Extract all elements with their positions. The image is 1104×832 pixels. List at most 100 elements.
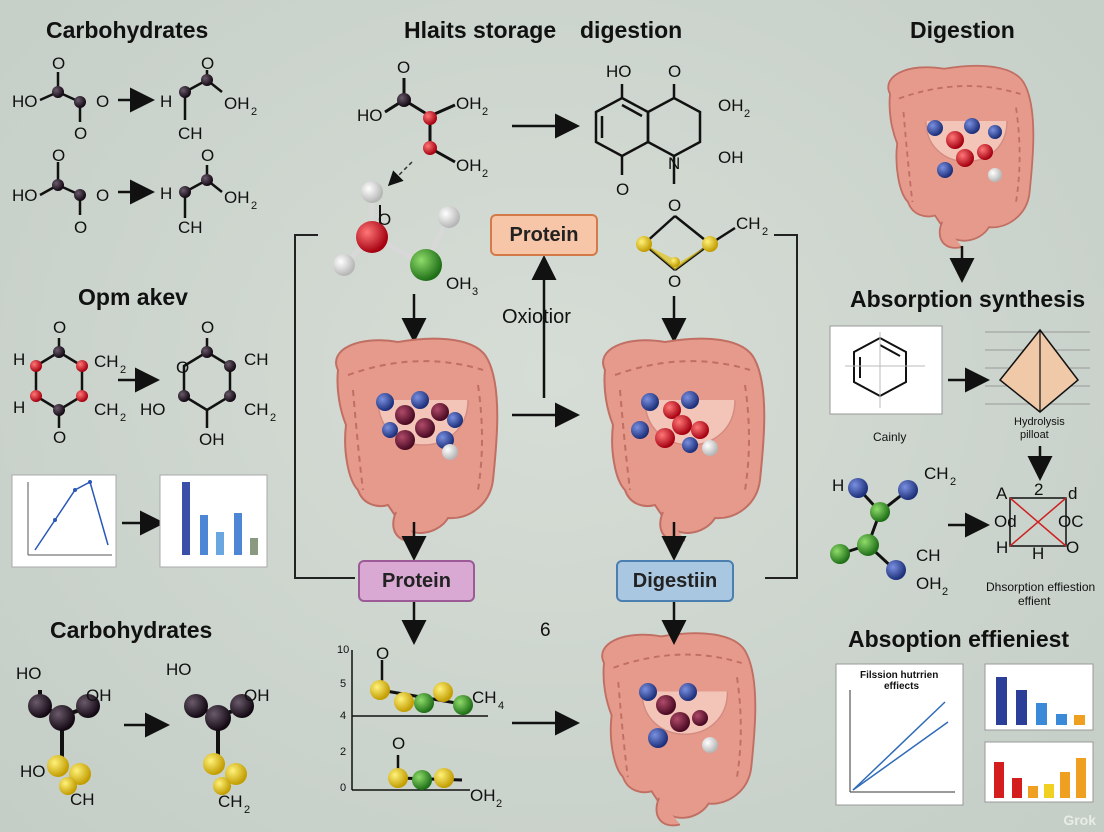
atom-sub: 2	[270, 412, 277, 424]
atom-ch: CH	[94, 400, 119, 419]
atom-o: O	[397, 58, 411, 77]
atom-ch: CH	[178, 124, 203, 143]
atom-h: H	[1032, 544, 1045, 563]
atom-ho: HO	[357, 106, 383, 125]
atom-o: O	[96, 92, 110, 111]
quinoline-molecule	[594, 84, 702, 184]
label-cainly: Cainly	[873, 430, 907, 444]
intestine-2	[602, 337, 766, 542]
gut-molecule-4	[927, 118, 1002, 182]
heading-digestion-right: Digestion	[910, 17, 1015, 43]
atom-ch: CH	[924, 464, 949, 483]
atom-ho: HO	[606, 62, 632, 81]
amino-molecule	[839, 486, 909, 572]
atom-sub: 3	[472, 286, 479, 298]
atom-oh: OH	[446, 274, 472, 293]
heading-carbohydrates-bottom: Carbohydrates	[50, 617, 213, 643]
atom-ho: HO	[166, 660, 192, 679]
inset-title-2: effiects	[884, 681, 920, 692]
atom-ho: HO	[12, 186, 38, 205]
atom-ch: CH	[218, 792, 243, 811]
label-six: 6	[540, 620, 551, 641]
gut-molecule-2	[631, 391, 718, 456]
y-tick: 0	[340, 782, 347, 794]
hydrolysis-plot	[985, 328, 1090, 413]
atom-o: O	[176, 358, 190, 377]
mini-bar-chart	[159, 474, 268, 568]
y-tick: 2	[340, 746, 347, 758]
heading-digestion-center: digestion	[580, 17, 683, 43]
atom-sub: 2	[482, 106, 489, 118]
atom-h: H	[996, 538, 1009, 557]
heading-opm: Opm akev	[78, 284, 188, 310]
crossed-box	[1009, 497, 1067, 547]
atom-h: H	[13, 398, 26, 417]
atom-ch: CH	[70, 790, 95, 809]
atom-a: A	[996, 484, 1008, 503]
efficiency-bar-chart-2	[984, 741, 1094, 803]
mini-line-chart	[11, 474, 117, 568]
atom-n: N	[668, 154, 681, 173]
gut-molecule-3	[639, 683, 718, 753]
atom-sub: 2	[251, 200, 258, 212]
atom-o: O	[201, 318, 215, 337]
atom-sub: 2	[251, 106, 258, 118]
atom-o: O	[52, 146, 66, 165]
atom-oh: OH	[456, 156, 482, 175]
atom-ho: HO	[20, 762, 46, 781]
atom-oh: OH	[470, 786, 496, 805]
atom-sub: 2	[762, 226, 769, 238]
atom-sub: 2	[120, 364, 127, 376]
label-hydrolysis: Hydrolysis	[1014, 416, 1065, 428]
atom-o: O	[668, 272, 682, 291]
atom-o: O	[53, 318, 67, 337]
atom-o: O	[96, 186, 110, 205]
atom-h: H	[832, 476, 845, 495]
atom-sub: 2	[950, 476, 957, 488]
storage-molecule	[384, 78, 456, 164]
gut-molecule-1	[376, 391, 463, 460]
atom-oh: OH	[718, 96, 744, 115]
atom-sub: 2	[244, 804, 251, 816]
atom-ch: CH	[472, 688, 497, 707]
atom-sub: 4	[498, 700, 505, 712]
atom-oh: OH	[916, 574, 942, 593]
atom-ho: HO	[140, 400, 166, 419]
atom-ch: CH	[736, 214, 761, 233]
atom-ch: CH	[916, 546, 941, 565]
atom-d: d	[1068, 484, 1078, 503]
heading-absorption-efficiency: Absoption effieniest	[848, 626, 1070, 652]
y-tick: 4	[340, 710, 347, 722]
heading-absorption-synthesis: Absorption synthesis	[850, 286, 1086, 312]
atom-o: O	[668, 196, 682, 215]
carb-molecule-1	[39, 70, 223, 122]
label-effient: effient	[1018, 594, 1051, 608]
atom-h: H	[160, 184, 173, 203]
atom-o: O	[52, 54, 66, 73]
atom-h: H	[160, 92, 173, 111]
atom-ch: CH	[178, 218, 203, 237]
atom-o: O	[53, 428, 67, 447]
atom-two: 2	[1034, 480, 1044, 499]
atom-ch: CH	[244, 400, 269, 419]
atom-sub: 2	[942, 586, 949, 598]
atom-o: O	[668, 62, 682, 81]
atom-sub: 2	[744, 108, 751, 120]
atom-sub: 2	[482, 168, 489, 180]
atom-ch: CH	[94, 352, 119, 371]
box-protein-bottom: Protein	[358, 560, 475, 602]
sulfur-molecule	[643, 215, 736, 272]
y-tick: 10	[337, 644, 350, 656]
atom-o: O	[201, 146, 215, 165]
atom-ch: CH	[244, 350, 269, 369]
label-pilloat: pilloat	[1020, 429, 1049, 441]
atom-o: O	[1066, 538, 1080, 557]
intestine-1	[335, 337, 499, 542]
carb-molecule-2	[39, 162, 223, 218]
watermark: Grok	[1063, 812, 1096, 828]
label-oxidation: Oxiotior	[502, 306, 571, 328]
atom-ho: HO	[16, 664, 42, 683]
atom-oh: OH	[199, 430, 225, 449]
